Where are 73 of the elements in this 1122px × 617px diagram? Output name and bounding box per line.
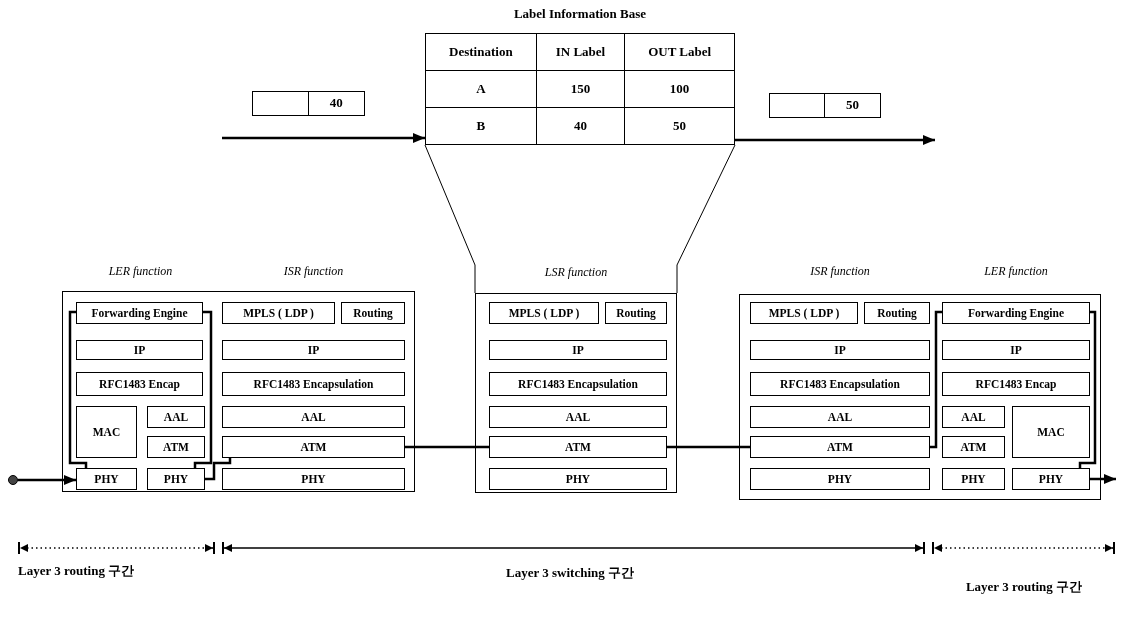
protocol-layer-box: PHY <box>147 468 205 490</box>
protocol-layer-box: IP <box>76 340 203 360</box>
table-entry: A <box>425 70 537 108</box>
protocol-layer-box: Routing <box>605 302 667 324</box>
protocol-layer-box: IP <box>942 340 1090 360</box>
protocol-layer-box: Forwarding Engine <box>76 302 203 324</box>
start-point <box>8 475 18 485</box>
protocol-layer-box: PHY <box>76 468 137 490</box>
protocol-layer-box: RFC1483 Encap <box>76 372 203 396</box>
table-entry: 100 <box>624 70 735 108</box>
arrow <box>222 133 425 143</box>
protocol-layer-box: Routing <box>864 302 930 324</box>
protocol-layer-box: RFC1483 Encapsulation <box>222 372 405 396</box>
protocol-layer-box: RFC1483 Encap <box>942 372 1090 396</box>
protocol-layer-box: ATM <box>222 436 405 458</box>
connector-line <box>424 144 476 294</box>
protocol-layer-box: Routing <box>341 302 405 324</box>
table-entry: 50 <box>624 107 735 145</box>
protocol-layer-box: IP <box>489 340 667 360</box>
section-label: Layer 3 routing 구간 <box>18 562 136 580</box>
connector-line <box>667 445 750 449</box>
function-heading: LER function <box>983 264 1049 279</box>
protocol-layer-box: RFC1483 Encapsulation <box>489 372 667 396</box>
function-heading: LER function <box>107 264 174 279</box>
protocol-layer-box: PHY <box>750 468 930 490</box>
protocol-layer-box: ATM <box>147 436 205 458</box>
protocol-layer-box: IP <box>222 340 405 360</box>
arrow <box>18 475 76 485</box>
connector-line <box>68 310 88 468</box>
protocol-layer-box: MAC <box>1012 406 1090 458</box>
protocol-layer-box: IP <box>750 340 930 360</box>
protocol-layer-box: ATM <box>489 436 667 458</box>
section-label: Layer 3 switching 구간 <box>505 564 635 582</box>
protocol-layer-box: AAL <box>489 406 667 428</box>
protocol-layer-box: MPLS ( LDP ) <box>222 302 335 324</box>
table-entry: B <box>425 107 537 145</box>
protocol-layer-box: ATM <box>942 436 1005 458</box>
table-title: Label Information Base <box>512 6 648 22</box>
protocol-layer-box: RFC1483 Encapsulation <box>750 372 930 396</box>
connector-line <box>405 445 489 449</box>
protocol-layer-box: AAL <box>147 406 205 428</box>
column-header: OUT Label <box>624 33 735 71</box>
protocol-layer-box: PHY <box>222 468 405 490</box>
protocol-layer-box: PHY <box>1012 468 1090 490</box>
connector-line <box>205 458 232 481</box>
label-value: 50 <box>845 96 860 114</box>
connector-line <box>676 144 736 294</box>
protocol-layer-box: AAL <box>942 406 1005 428</box>
connector-line <box>930 310 942 449</box>
arrow <box>735 135 935 145</box>
connector-line <box>193 310 213 468</box>
connector-line <box>1078 310 1097 468</box>
protocol-layer-box: PHY <box>489 468 667 490</box>
table-entry: 40 <box>536 107 625 145</box>
protocol-layer-box: AAL <box>750 406 930 428</box>
protocol-layer-box: PHY <box>942 468 1005 490</box>
protocol-layer-box: MPLS ( LDP ) <box>750 302 858 324</box>
table-entry: 150 <box>536 70 625 108</box>
column-header: IN Label <box>536 33 625 71</box>
protocol-layer-box: MPLS ( LDP ) <box>489 302 599 324</box>
function-heading: LSR function <box>543 265 609 280</box>
label-value: 40 <box>328 94 344 112</box>
label-packet <box>252 91 365 116</box>
protocol-layer-box: MAC <box>76 406 137 458</box>
function-heading: ISR function <box>282 264 345 279</box>
arrow <box>1090 474 1116 484</box>
label-packet <box>769 93 881 118</box>
section-label: Layer 3 routing 구간 <box>964 578 1084 596</box>
column-header: Destination <box>425 33 537 71</box>
protocol-layer-box: AAL <box>222 406 405 428</box>
function-heading: ISR function <box>809 264 871 279</box>
protocol-layer-box: Forwarding Engine <box>942 302 1090 324</box>
protocol-layer-box: ATM <box>750 436 930 458</box>
